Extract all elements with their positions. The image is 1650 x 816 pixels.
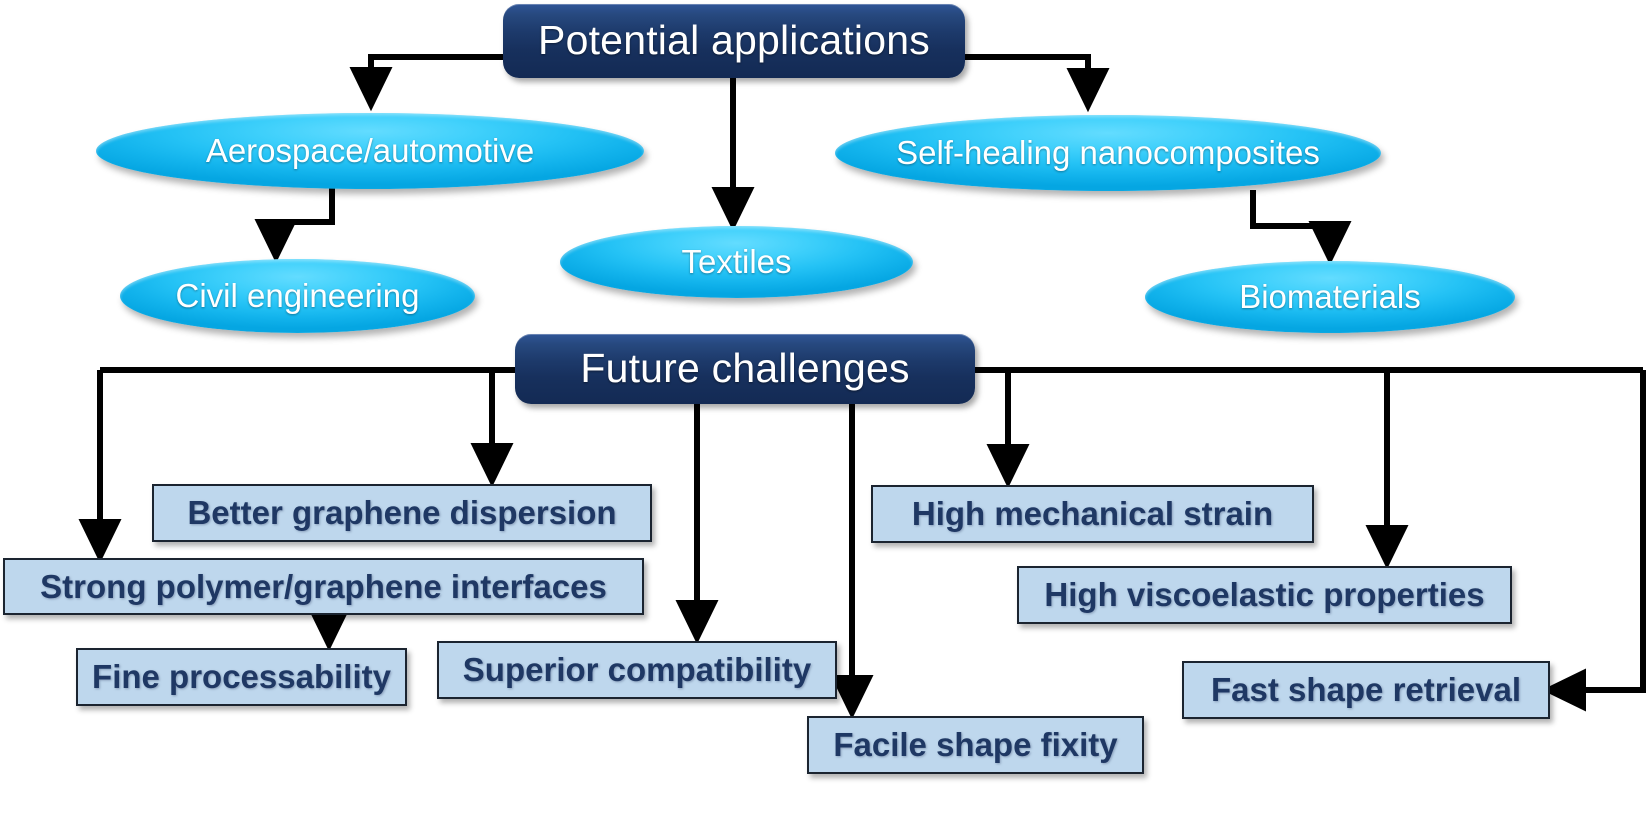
node-high-viscoelastic-properties[interactable]: High viscoelastic properties (1017, 566, 1512, 624)
node-better-graphene-dispersion[interactable]: Better graphene dispersion (152, 484, 652, 542)
node-civil-engineering-label: Civil engineering (175, 277, 420, 314)
node-biomaterials[interactable]: Biomaterials (1145, 261, 1515, 333)
connector-potential-to-aerospace (349, 54, 503, 112)
node-civil-engineering[interactable]: Civil engineering (120, 259, 475, 333)
node-facile-shape-fixity[interactable]: Facile shape fixity (807, 716, 1144, 774)
node-strong-polymer-graphene-interfaces[interactable]: Strong polymer/graphene interfaces (3, 558, 644, 615)
node-high-mechanical-strain[interactable]: High mechanical strain (871, 485, 1314, 543)
node-fast-shape-retrieval-label: Fast shape retrieval (1211, 671, 1521, 708)
node-high-viscoelastic-properties-label: High viscoelastic properties (1044, 576, 1485, 613)
node-fast-shape-retrieval[interactable]: Fast shape retrieval (1182, 661, 1550, 719)
connector-potential-to-selfhealing (965, 54, 1110, 113)
node-superior-compatibility-label: Superior compatibility (462, 651, 812, 688)
node-high-mechanical-strain-label: High mechanical strain (911, 495, 1274, 532)
node-self-healing-nanocomposites[interactable]: Self-healing nanocomposites (835, 115, 1381, 191)
node-textiles-label: Textiles (681, 243, 792, 280)
connector-selfhealing-to-biomaterials (1250, 190, 1352, 266)
node-superior-compatibility[interactable]: Superior compatibility (437, 641, 837, 699)
node-self-healing-nanocomposites-label: Self-healing nanocomposites (896, 134, 1320, 171)
header-potential-applications[interactable]: Potential applications (503, 4, 965, 78)
node-strong-polymer-graphene-interfaces-label: Strong polymer/graphene interfaces (40, 567, 607, 605)
node-fine-processability-label: Fine processability (92, 658, 391, 695)
node-facile-shape-fixity-label: Facile shape fixity (833, 726, 1118, 763)
connector-to-fast-shape-retrieval (1541, 370, 1646, 712)
connector-aerospace-to-civil (254, 188, 335, 264)
node-fine-processability[interactable]: Fine processability (76, 648, 407, 706)
header-potential-applications-label: Potential applications (538, 16, 930, 63)
node-aerospace-automotive[interactable]: Aerospace/automotive (96, 113, 644, 189)
connector-group-challenges (78, 370, 1646, 720)
node-biomaterials-label: Biomaterials (1239, 278, 1421, 315)
node-textiles[interactable]: Textiles (560, 226, 913, 298)
header-future-challenges[interactable]: Future challenges (515, 334, 975, 404)
node-better-graphene-dispersion-label: Better graphene dispersion (187, 494, 617, 531)
header-future-challenges-label: Future challenges (580, 344, 910, 391)
node-aerospace-automotive-label: Aerospace/automotive (205, 132, 535, 169)
connector-group-applications (254, 54, 1352, 266)
